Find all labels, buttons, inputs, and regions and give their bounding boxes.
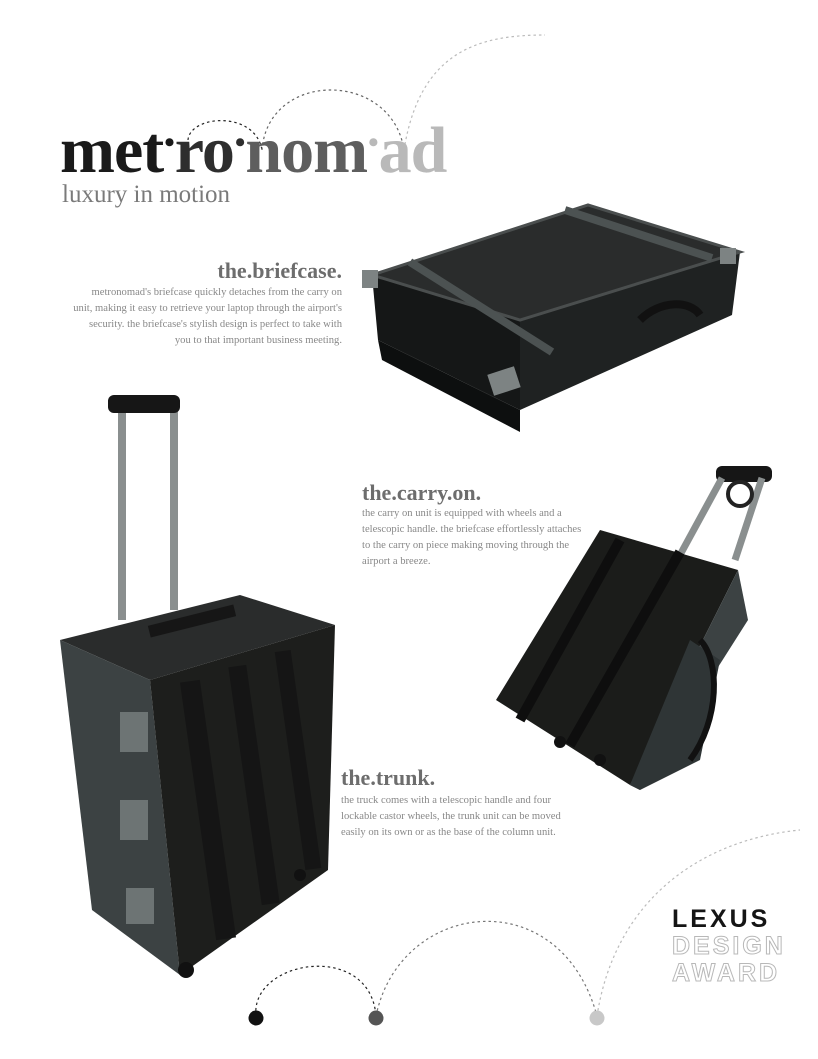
brand-wordmark: met•ro•nom•ad: [60, 114, 448, 187]
dot-gray: [368, 1010, 384, 1026]
arc-bottom-2: [375, 920, 598, 1017]
trunk-description: the truck comes with a telescopic handle…: [341, 795, 561, 838]
briefcase-heading: the.briefcase.: [217, 258, 342, 283]
lexus-design-award-logo: LEXUS DESIGN AWARD: [672, 905, 786, 988]
award-line-1: LEXUS: [672, 905, 771, 933]
wordmark-seg-2: ro: [174, 114, 235, 187]
briefcase-image: [362, 203, 746, 432]
trunk-heading: the.trunk.: [341, 765, 436, 790]
tagline: luxury in motion: [62, 181, 231, 208]
arc-logo-3: [403, 34, 546, 151]
arc-logo-2: [261, 89, 405, 151]
carryon-description: the carry on unit is equipped with wheel…: [362, 508, 582, 567]
wordmark-seg-1: met: [60, 114, 164, 187]
wordmark-seg-4: ad: [378, 114, 448, 187]
trunk-image: [60, 395, 335, 978]
dot-light: [589, 1010, 605, 1026]
wordmark-seg-3: nom: [245, 114, 368, 187]
award-line-2: DESIGN: [672, 932, 786, 960]
briefcase-description: metronomad's briefcase quickly detaches …: [73, 287, 342, 346]
dot-black: [248, 1010, 264, 1026]
carryon-heading: the.carry.on.: [362, 480, 482, 505]
carryon-image: [496, 466, 772, 790]
wordmark-dot-1: •: [164, 125, 174, 159]
arc-bottom-3: [596, 829, 801, 1017]
arc-logo-1: [187, 120, 263, 151]
wordmark-dot-2: •: [234, 125, 245, 159]
award-line-3: AWARD: [672, 959, 781, 987]
arc-bottom-1: [255, 965, 377, 1017]
wordmark-dot-3: •: [368, 125, 378, 159]
